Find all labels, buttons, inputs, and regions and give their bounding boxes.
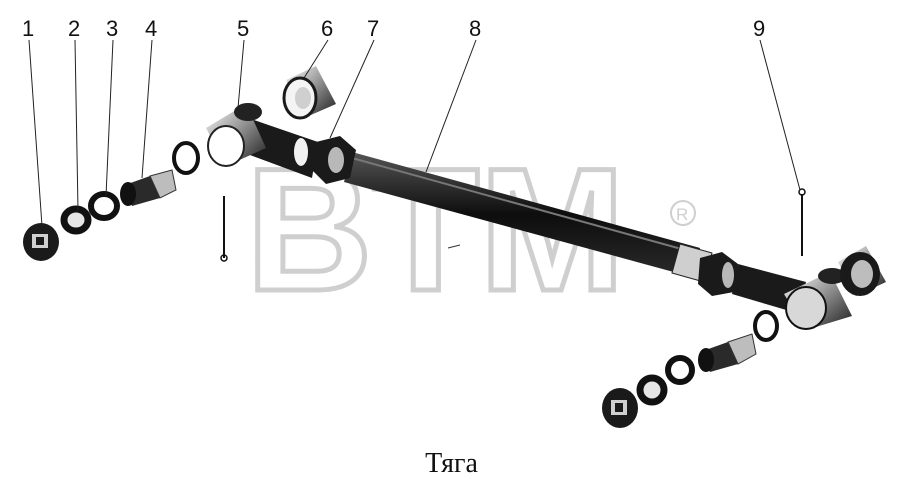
mark-center	[447, 244, 461, 249]
washer-right-b	[636, 374, 668, 406]
nut-right-end	[602, 388, 638, 428]
cap-6	[282, 66, 336, 120]
ring-right	[753, 310, 779, 342]
washer-right-a	[665, 355, 695, 385]
cotter-pin-left	[220, 196, 228, 262]
leader-1	[28, 39, 43, 227]
callout-6: 6	[321, 16, 333, 41]
leader-2	[74, 39, 79, 211]
ring-left	[172, 141, 200, 175]
washer-left-2	[60, 205, 92, 235]
leader-8	[425, 39, 477, 173]
callout-7: 7	[367, 16, 379, 41]
tie-rod-end-right	[732, 264, 852, 330]
ball-pin-right	[698, 333, 757, 372]
callout-1: 1	[22, 16, 34, 41]
leader-7	[329, 39, 375, 139]
callout-8: 8	[469, 16, 481, 41]
ball-pin-left-4	[120, 169, 177, 206]
leader-lines	[28, 39, 801, 227]
callout-2: 2	[68, 16, 80, 41]
nut-right	[698, 252, 738, 296]
registered-mark-ring	[670, 200, 696, 226]
registered-mark: R	[676, 205, 688, 224]
callout-4: 4	[145, 16, 157, 41]
nut-left-1	[23, 223, 59, 261]
nut-7	[310, 136, 356, 184]
cotter-pin-right-9	[798, 188, 806, 256]
leader-5	[237, 39, 245, 109]
callout-3: 3	[106, 16, 118, 41]
washer-left-3	[88, 191, 120, 221]
callout-5: 5	[237, 16, 249, 41]
tie-rod-end-left-5	[206, 103, 318, 178]
diagram-caption: Тяга	[425, 448, 478, 479]
leader-4	[141, 39, 153, 179]
callout-9: 9	[753, 16, 765, 41]
leader-9	[759, 39, 801, 191]
cap-right	[838, 246, 886, 296]
leader-3	[105, 39, 114, 197]
callout-numbers: 1 2 3 4 5 6 7 8 9	[22, 16, 765, 41]
leader-6	[303, 39, 329, 79]
